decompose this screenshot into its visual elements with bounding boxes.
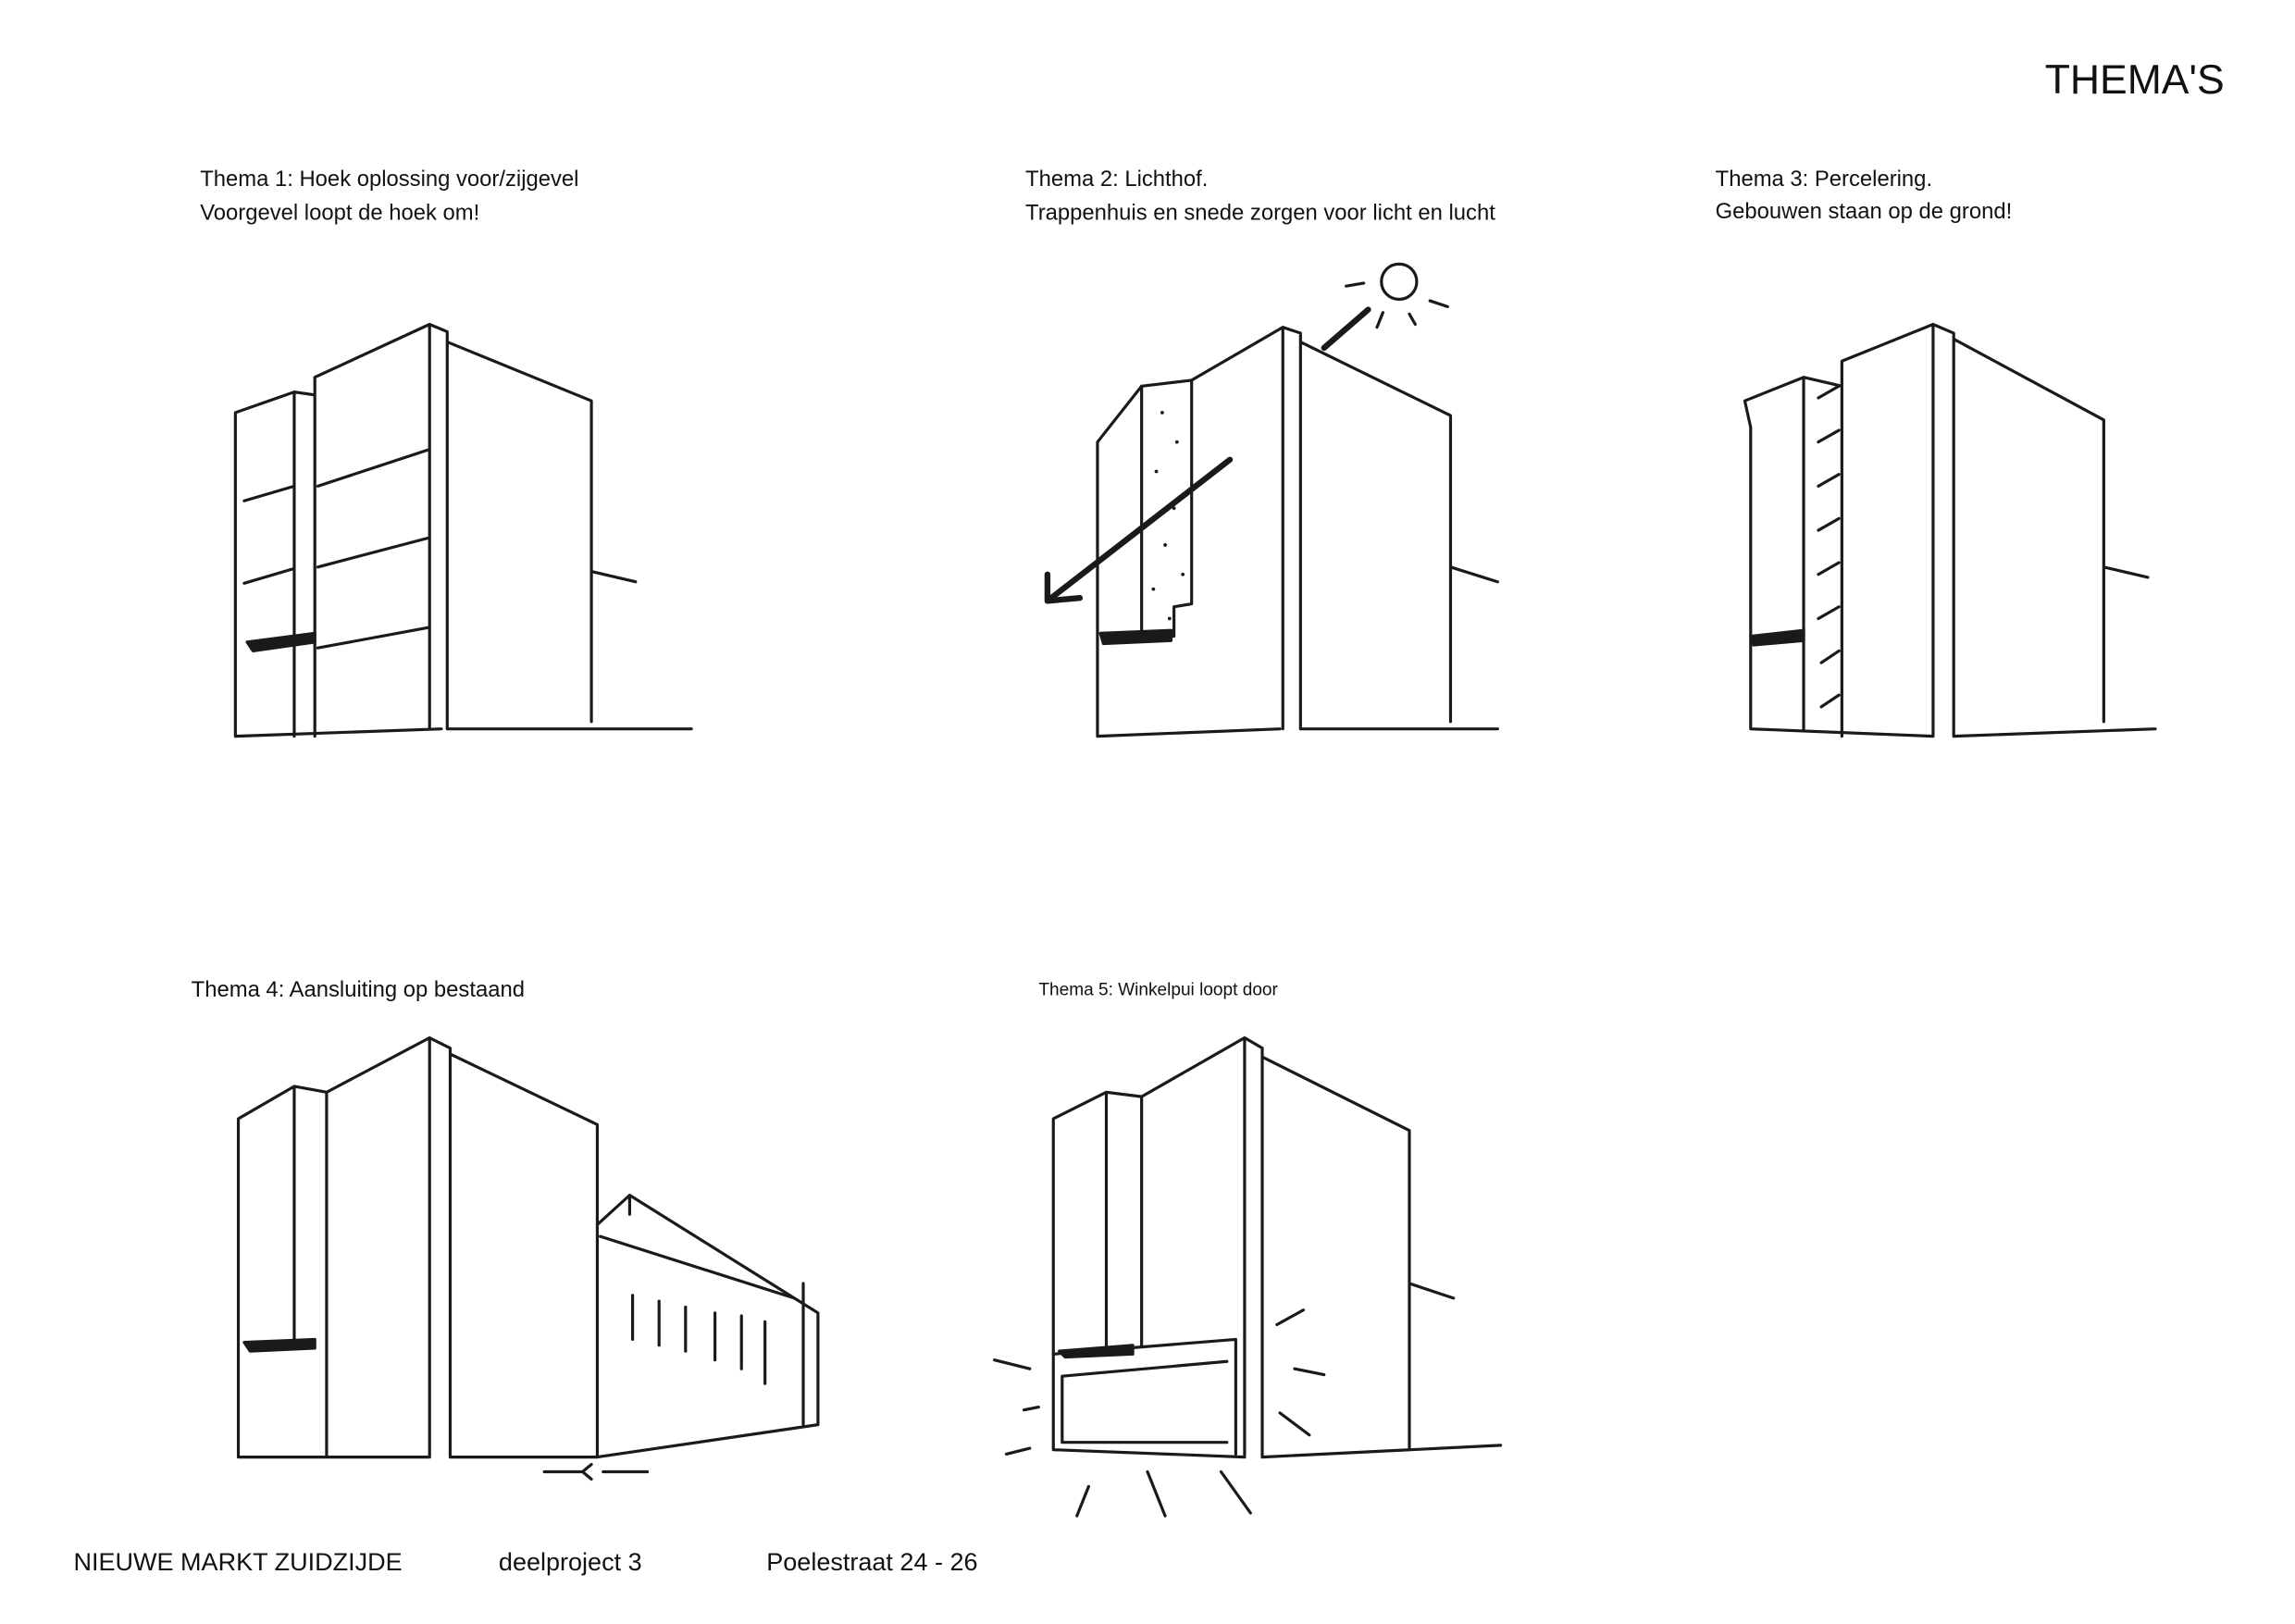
theme-4-title: Thema 4: Aansluiting op bestaand [192, 977, 525, 1002]
sketch-theme-5 [993, 1035, 1503, 1518]
sketch-theme-1 [233, 322, 693, 738]
theme-1-title: Thema 1: Hoek oplossing voor/zijgevel [200, 167, 578, 192]
theme-2-subtitle: Trappenhuis en snede zorgen voor licht e… [1025, 201, 1495, 226]
footer-subproject: deelproject 3 [499, 1548, 642, 1576]
footer-address: Poelestraat 24 - 26 [766, 1548, 977, 1576]
theme-1-subtitle: Voorgevel loopt de hoek om! [200, 201, 479, 226]
sketch-theme-2 [1044, 262, 1499, 738]
theme-5-title: Thema 5: Winkelpui loopt door [1038, 980, 1278, 999]
theme-2-title: Thema 2: Lichthof. [1025, 167, 1208, 192]
footer-project: NIEUWE MARKT ZUIDZIJDE [73, 1548, 402, 1576]
sketch-theme-3 [1743, 322, 2157, 738]
theme-3-subtitle: Gebouwen staan op de grond! [1716, 199, 2013, 224]
theme-3-title: Thema 3: Percelering. [1716, 167, 1932, 192]
sketch-theme-4 [236, 1035, 820, 1481]
stipple-pattern [1151, 410, 1185, 621]
page-title: THEMA'S [2045, 57, 2225, 103]
